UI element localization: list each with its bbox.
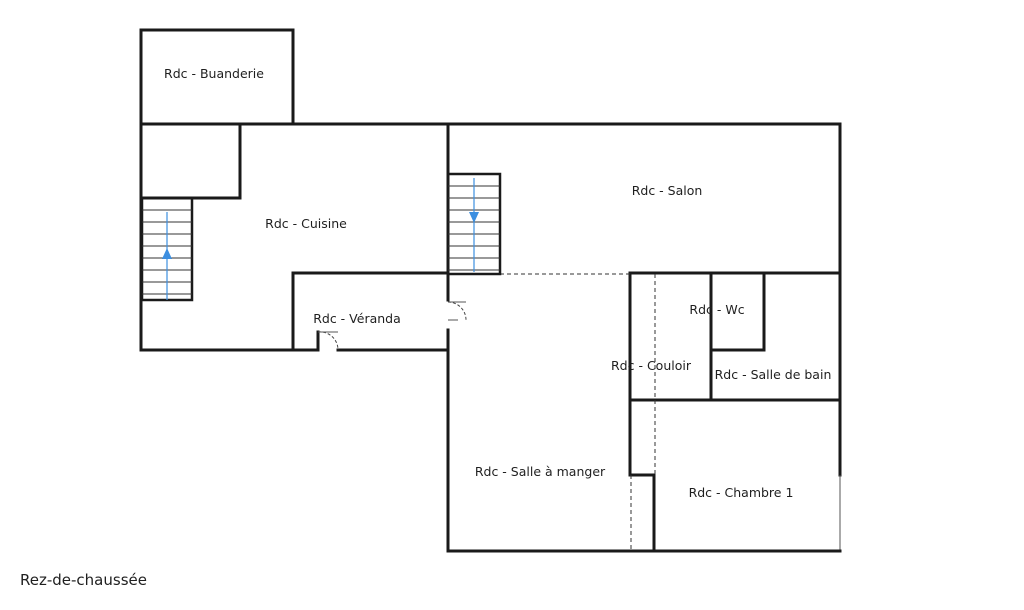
room-label-wc: Rdc - Wc xyxy=(689,302,744,317)
doors xyxy=(317,301,467,351)
room-label-buanderie: Rdc - Buanderie xyxy=(164,66,264,81)
room-label-chambre-1: Rdc - Chambre 1 xyxy=(689,485,794,500)
room-label-cuisine: Rdc - Cuisine xyxy=(265,216,347,231)
room-label-veranda: Rdc - Véranda xyxy=(313,311,401,326)
room-labels: Rdc - Buanderie Rdc - Cuisine Rdc - Véra… xyxy=(164,66,831,500)
room-label-salle-de-bain: Rdc - Salle de bain xyxy=(715,367,832,382)
stairs-east xyxy=(446,172,502,276)
floor-title: Rez-de-chaussée xyxy=(20,571,147,589)
room-label-couloir: Rdc - Couloir xyxy=(611,358,692,373)
room-label-salle-a-manger: Rdc - Salle à manger xyxy=(475,464,606,479)
door-swing xyxy=(317,331,339,351)
stairs-west xyxy=(140,196,194,302)
room-label-salon: Rdc - Salon xyxy=(632,183,703,198)
arrow-down-icon xyxy=(469,212,479,223)
stair-outline xyxy=(446,172,502,276)
arrow-up-icon xyxy=(162,248,172,259)
door-swing xyxy=(447,301,467,321)
open-boundaries xyxy=(500,273,656,551)
